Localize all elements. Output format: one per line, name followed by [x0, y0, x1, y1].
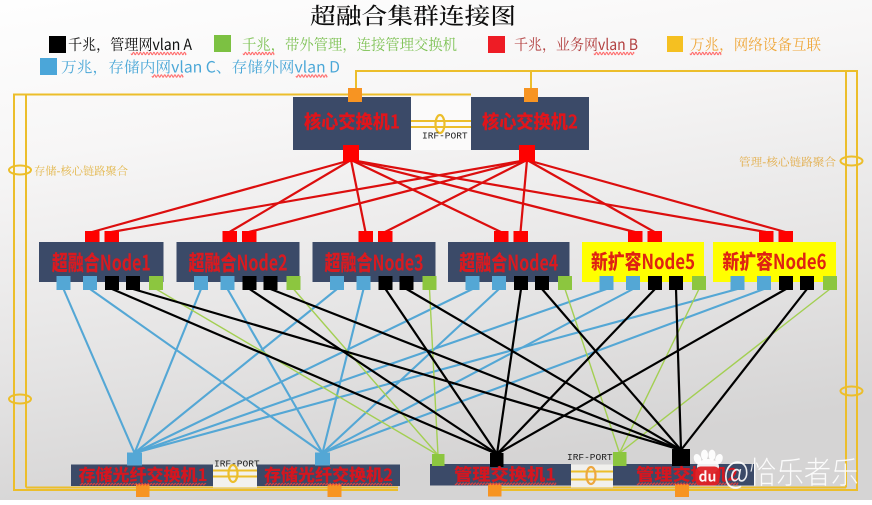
svg-text:IRF-PORT: IRF-PORT — [567, 452, 613, 463]
svg-text:IRF-PORT: IRF-PORT — [422, 131, 468, 142]
svg-text:IRF-PORT: IRF-PORT — [214, 459, 260, 470]
